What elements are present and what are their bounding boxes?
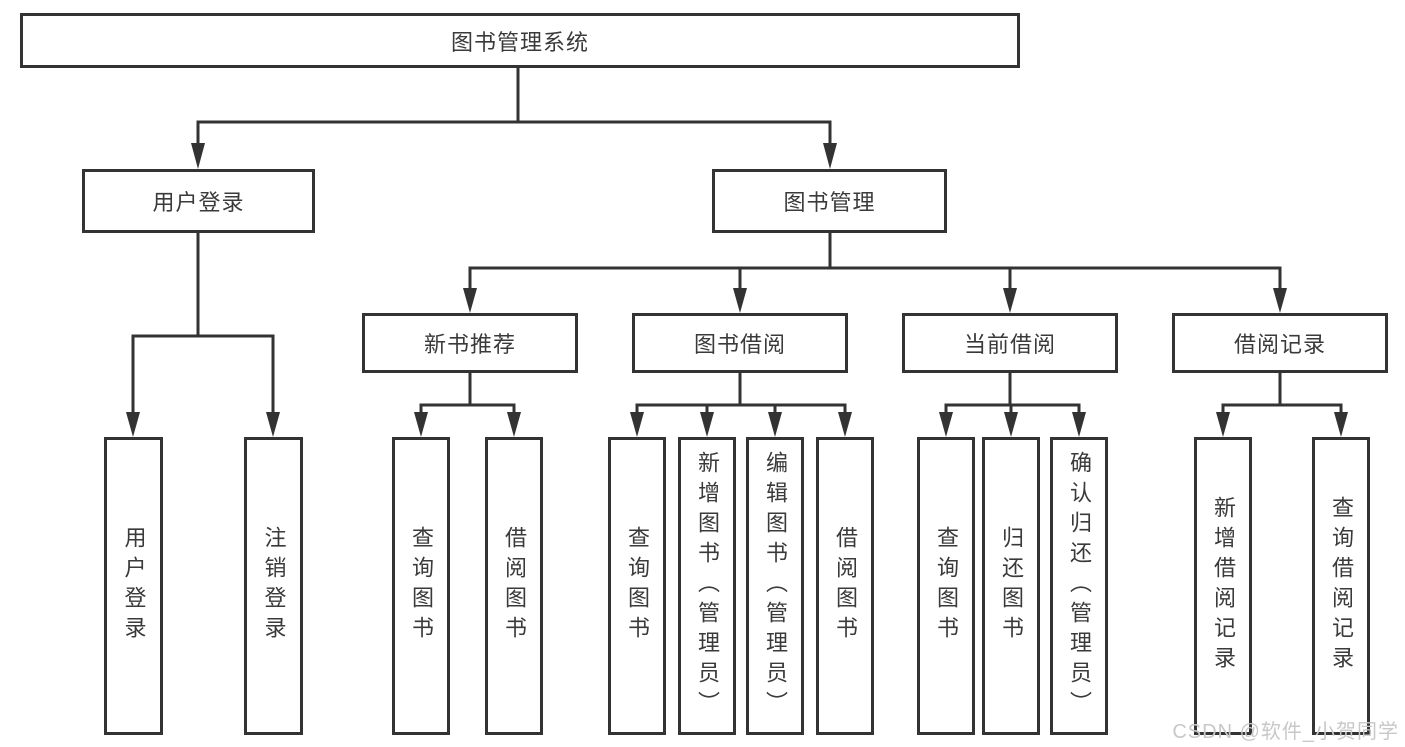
- node-new-book-recommend: 新书推荐: [362, 313, 578, 373]
- node-current-borrow: 当前借阅: [902, 313, 1118, 373]
- node-borrow-records: 借阅记录: [1172, 313, 1388, 373]
- node-book-management: 图书管理: [712, 169, 947, 233]
- leaf-return-books: 归还图书: [982, 437, 1040, 735]
- leaf-query-books-recommend: 查询图书: [392, 437, 450, 735]
- arrowhead-icons: [126, 143, 1348, 437]
- leaf-borrow-books-recommend: 借阅图书: [485, 437, 543, 735]
- leaf-confirm-return-admin: 确认归还（管理员）: [1050, 437, 1108, 735]
- leaf-user-login: 用户登录: [104, 437, 163, 735]
- leaf-query-borrow-record: 查询借阅记录: [1312, 437, 1370, 735]
- leaf-add-books-admin: 新增图书（管理员）: [678, 437, 736, 735]
- leaf-logout-login: 注销登录: [244, 437, 303, 735]
- leaf-query-books-borrow: 查询图书: [608, 437, 666, 735]
- node-user-login: 用户登录: [82, 169, 315, 233]
- leaf-query-books-current: 查询图书: [917, 437, 975, 735]
- csdn-watermark: CSDN @软件_小贺同学: [1172, 721, 1399, 743]
- leaf-add-borrow-record: 新增借阅记录: [1194, 437, 1252, 735]
- leaf-borrow-books: 借阅图书: [816, 437, 874, 735]
- leaf-edit-books-admin: 编辑图书（管理员）: [746, 437, 804, 735]
- node-book-borrow: 图书借阅: [632, 313, 848, 373]
- node-library-management-system: 图书管理系统: [20, 13, 1020, 68]
